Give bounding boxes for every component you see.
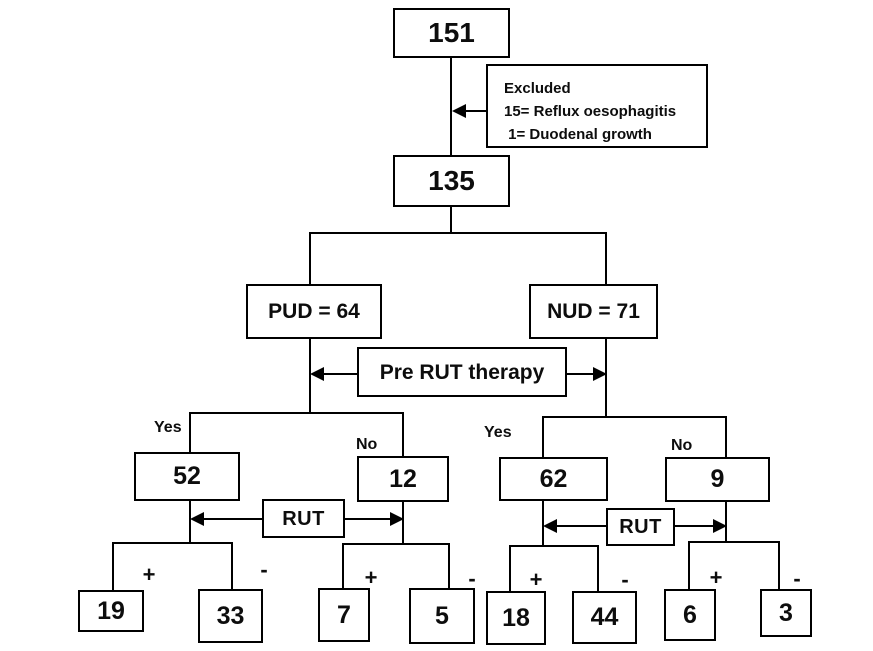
- sign-label-nud-no-positive: +: [709, 565, 723, 590]
- sign-label-pud-yes-positive: +: [142, 562, 156, 587]
- node-rut-test-pud: RUT: [262, 499, 345, 538]
- node-nud-yes-rut-positive-count: 18: [486, 591, 546, 645]
- branch-label-pud-yes: Yes: [154, 419, 182, 436]
- sign-label-pud-no-positive: +: [364, 565, 378, 590]
- node-pud-no-rut-negative-count: 5: [409, 588, 475, 644]
- node-pre-rut-therapy: Pre RUT therapy: [357, 347, 567, 397]
- node-after-exclusion: 135: [393, 155, 510, 207]
- sign-label-nud-yes-positive: +: [529, 567, 543, 592]
- node-pud-yes-rut-negative-count: 33: [198, 589, 263, 643]
- excluded-reason-duodenal: 1= Duodenal growth: [504, 126, 652, 143]
- node-pud-therapy-yes-count: 52: [134, 452, 240, 501]
- node-nud-therapy-yes-count: 62: [499, 457, 608, 501]
- node-nud-no-rut-positive-count: 6: [664, 589, 716, 641]
- sign-label-nud-yes-negative: -: [621, 567, 629, 592]
- sign-label-pud-no-negative: -: [468, 566, 476, 591]
- branch-label-nud-yes: Yes: [484, 424, 512, 441]
- excluded-reason-reflux: 15= Reflux oesophagitis: [504, 103, 677, 120]
- node-nud-no-rut-negative-count: 3: [760, 589, 812, 637]
- node-pud-no-rut-positive-count: 7: [318, 588, 370, 642]
- node-excluded: Excluded 15= Reflux oesophagitis 1= Duod…: [486, 64, 708, 148]
- node-nud-yes-rut-negative-count: 44: [572, 591, 637, 644]
- node-nud-therapy-no-count: 9: [665, 457, 770, 502]
- sign-label-nud-no-negative: -: [793, 566, 801, 591]
- node-pud-yes-rut-positive-count: 19: [78, 590, 144, 632]
- branch-label-nud-no: No: [671, 437, 693, 454]
- node-total-enrolled: 151: [393, 8, 510, 58]
- node-rut-test-nud: RUT: [606, 508, 675, 546]
- node-pud-group: PUD = 64: [246, 284, 382, 339]
- excluded-title: Excluded: [504, 80, 571, 97]
- sign-label-pud-yes-negative: -: [260, 557, 268, 582]
- node-nud-group: NUD = 71: [529, 284, 658, 339]
- branch-label-pud-no: No: [356, 436, 378, 453]
- node-pud-therapy-no-count: 12: [357, 456, 449, 502]
